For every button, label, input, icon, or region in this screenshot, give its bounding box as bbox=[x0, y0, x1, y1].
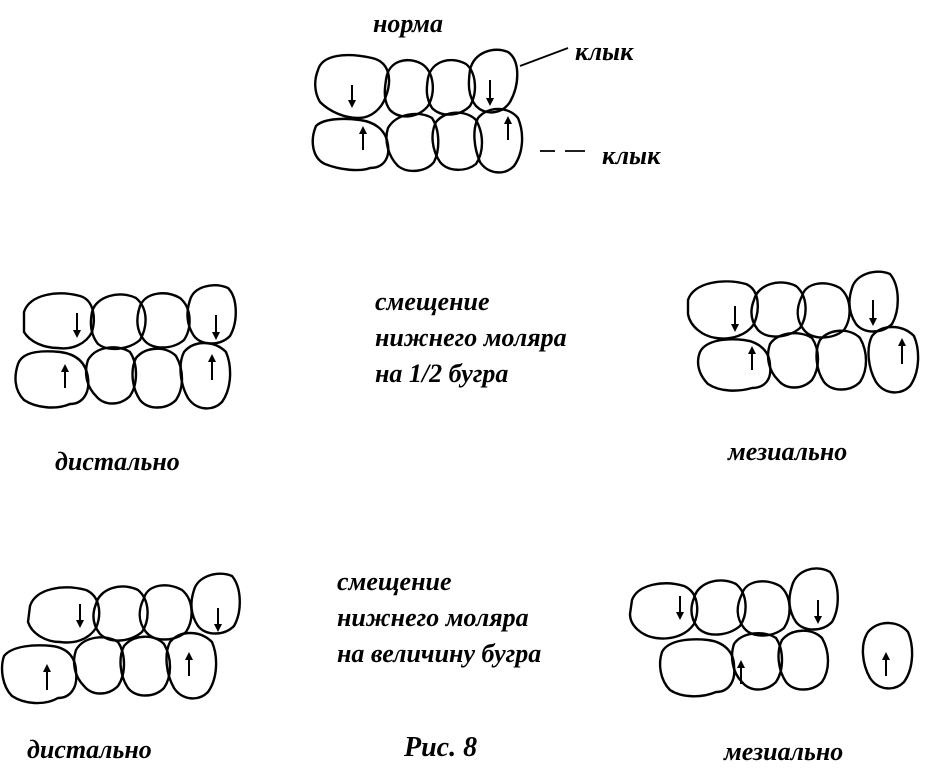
lower-premolar-2 bbox=[431, 111, 484, 171]
diagram-mesial-half bbox=[686, 270, 920, 394]
shift-full-line-2: нижнего моляра bbox=[337, 603, 529, 632]
label-distal-2: дистально bbox=[27, 735, 152, 764]
upper-premolar-1 bbox=[383, 59, 434, 118]
label-mesial-1: мезиально bbox=[728, 437, 848, 466]
diagram-distal-half bbox=[14, 284, 237, 410]
label-canine-lower: клык bbox=[602, 141, 661, 170]
shift-half-line-2: нижнего моляра bbox=[375, 323, 567, 352]
label-distal-1: дистально bbox=[55, 447, 180, 476]
shift-full-line-3: на величину бугра bbox=[337, 639, 542, 668]
text-shift-full: смещение нижнего моляра на величину бугр… bbox=[337, 564, 541, 672]
lower-canine bbox=[473, 107, 524, 174]
upper-premolar-2 bbox=[425, 58, 477, 116]
leader-upper-canine bbox=[519, 47, 569, 67]
upper-molar bbox=[314, 53, 391, 120]
diagram-norma bbox=[311, 47, 585, 174]
lower-premolar-1 bbox=[385, 112, 440, 173]
label-norma: норма bbox=[373, 9, 443, 38]
text-shift-half: смещение нижнего моляра на 1/2 бугра bbox=[375, 284, 567, 392]
figure-caption: Рис. 8 bbox=[404, 732, 478, 763]
lower-teeth-row bbox=[311, 107, 524, 174]
diagram-distal-full bbox=[0, 572, 241, 705]
lower-molar bbox=[311, 117, 390, 172]
label-mesial-2: мезиально bbox=[724, 737, 844, 766]
diagram-mesial-full bbox=[628, 567, 914, 698]
shift-full-line-1: смещение bbox=[337, 567, 452, 596]
shift-half-line-1: смещение bbox=[375, 287, 490, 316]
shift-half-line-3: на 1/2 бугра bbox=[375, 359, 509, 388]
upper-canine bbox=[467, 48, 519, 114]
upper-teeth-row bbox=[314, 48, 519, 120]
label-canine-upper: клык bbox=[575, 37, 634, 66]
